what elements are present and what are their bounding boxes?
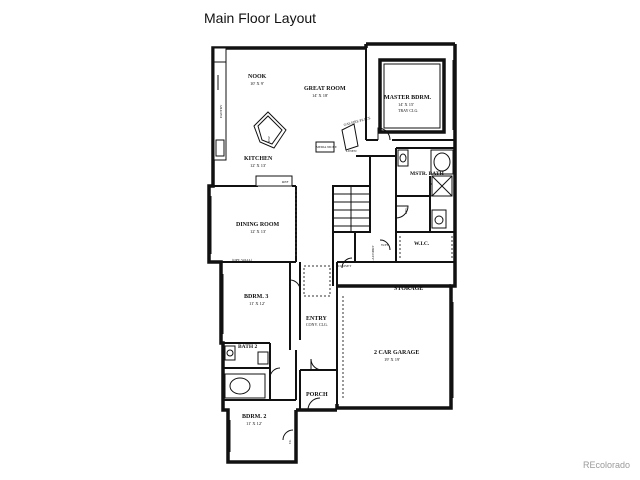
tray-ceiling-outline xyxy=(378,58,446,134)
wh-label: W/H xyxy=(381,243,388,247)
garage-size: 19' X 19' xyxy=(384,357,400,362)
master-bdrm-size: 14' X 15' xyxy=(398,102,414,107)
stairs xyxy=(334,186,369,232)
storage-label: STORAGE xyxy=(394,286,423,292)
bdrm2-size: 11' X 12' xyxy=(246,421,262,426)
lin-label: LIN. xyxy=(404,207,408,214)
porch-label: PORCH xyxy=(306,392,328,398)
great-room-label: GREAT ROOM xyxy=(304,86,346,92)
garage-label: 2 CAR GARAGE xyxy=(374,350,419,356)
page-title: Main Floor Layout xyxy=(204,10,317,26)
laundry-label: LAUNDRY xyxy=(371,245,375,262)
closet-label: CLOSET xyxy=(338,264,352,268)
cl-label: CL xyxy=(288,440,292,444)
watermark: REcolorado xyxy=(582,460,630,470)
dining-room-label: DINING ROOM xyxy=(236,222,280,228)
fixture-labels: PANTRY GAS FIRE-PLACE LINEN MEDIA NICHE … xyxy=(219,104,408,444)
linen-label: LINEN xyxy=(346,149,357,153)
kitchen-size: 12' X 13' xyxy=(250,163,266,168)
ref-label: REF xyxy=(282,180,288,184)
media-niche-label: MEDIA NICHE xyxy=(316,145,337,149)
entry-label: ENTRY xyxy=(306,316,327,322)
pantry-label: PANTRY xyxy=(219,104,223,118)
nook-size: 10' X 9' xyxy=(250,81,264,86)
bath2-label: BATH 2 xyxy=(238,344,258,350)
master-bdrm-note: TRAY CLG. xyxy=(398,108,418,113)
mstr-bath-label: MSTR. BATH xyxy=(410,171,445,177)
great-room-size: 14' X 18' xyxy=(312,93,328,98)
interior-walls xyxy=(213,48,455,410)
nook-label: NOOK xyxy=(248,74,267,80)
wic-label: W.I.C. xyxy=(414,241,430,247)
dw-label: DW xyxy=(267,135,271,142)
master-bdrm-label: MASTER BDRM. xyxy=(384,95,432,101)
room-labels: NOOK 10' X 9' GREAT ROOM 14' X 18' MASTE… xyxy=(236,74,445,426)
fireplace-label: GAS FIRE-PLACE xyxy=(343,116,371,127)
bdrm3-size: 11' X 12' xyxy=(249,301,265,306)
bdrm3-label: BDRM. 3 xyxy=(244,294,268,300)
fixtures xyxy=(210,47,454,452)
bdrm2-label: BDRM. 2 xyxy=(242,414,266,420)
dining-room-size: 12' X 13' xyxy=(250,229,266,234)
kitchen-label: KITCHEN xyxy=(244,156,273,162)
opt-wall-label: (OPT. WALL) xyxy=(232,258,253,262)
entry-size: CONV. CLG. xyxy=(306,322,328,327)
